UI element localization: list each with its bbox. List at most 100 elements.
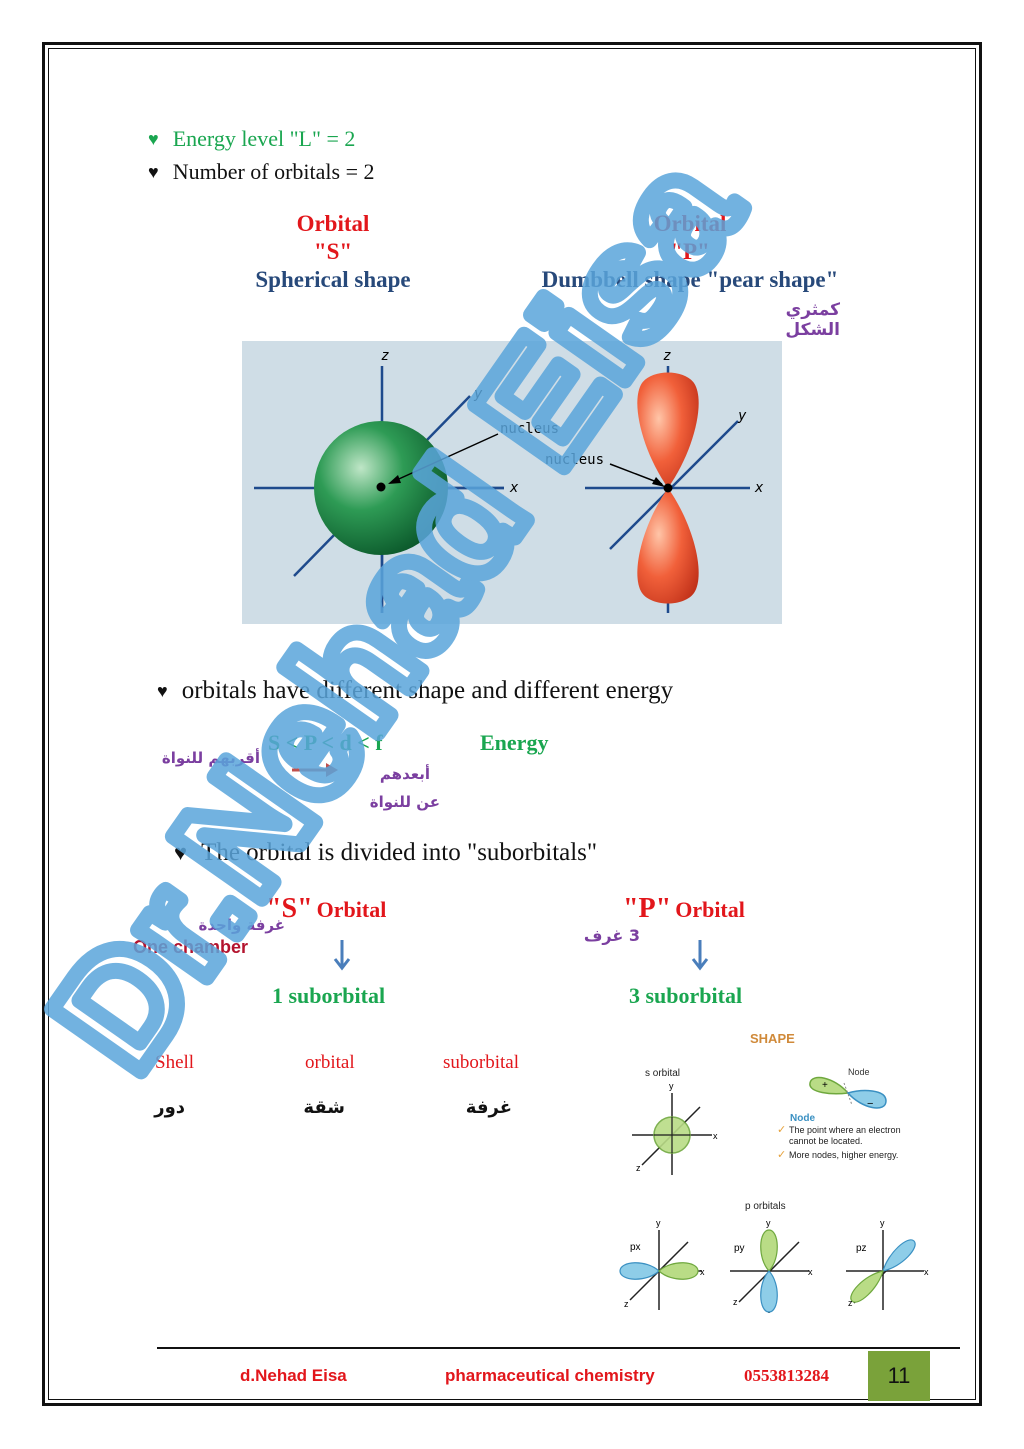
p-suborbital-count: 3 suborbital: [629, 983, 743, 1008]
s-axis-x-label: x: [509, 480, 519, 496]
node-plus-sign: +: [822, 1080, 828, 1091]
px-diagram: px y x z: [619, 1218, 705, 1310]
pz-x: x: [924, 1267, 929, 1277]
heart-icon: ♥: [174, 840, 188, 865]
energy-order: S < P < d < f: [268, 730, 383, 755]
p-axis-x-label: x: [754, 480, 764, 496]
node-minus-sign: −: [867, 1098, 873, 1110]
s-small-z: z: [636, 1163, 641, 1173]
pz-z: z: [848, 1298, 853, 1308]
s-small-x: x: [713, 1131, 718, 1141]
p-title-letter: "P": [623, 893, 672, 924]
divided-text: The orbital is divided into "suborbitals…: [201, 839, 598, 866]
s-one-chamber-ar: غرفة واحدة: [198, 916, 285, 934]
s-nucleus-dot: [376, 482, 386, 492]
p-nucleus-label: nucleus: [545, 452, 604, 468]
page-number: 11: [868, 1351, 930, 1401]
shape-panel-title: SHAPE: [750, 1031, 795, 1046]
p-nucleus-dot: [663, 483, 673, 493]
red-arrow-icon: [292, 763, 338, 777]
different-shape-text: orbitals have different shape and differ…: [181, 677, 674, 704]
p-orbital-upper-lobe: [637, 372, 699, 488]
page-border-inner: [48, 48, 976, 1400]
s-title-word: Orbital: [316, 897, 387, 922]
footer-divider: [157, 1347, 960, 1349]
farthest-ar-2: عن للنواة: [369, 793, 440, 811]
s-heading-shape: Spherical shape: [255, 267, 411, 292]
p-nucleus-arrow: [609, 463, 663, 485]
py-z: z: [733, 1297, 738, 1307]
py-diagram: py y x z: [730, 1218, 813, 1313]
s-axis-y-label: y: [473, 386, 483, 402]
check-icon: ✓: [777, 1149, 786, 1161]
footer-author: d.Nehad Eisa: [240, 1366, 347, 1385]
s-suborbital-count: 1 suborbital: [272, 983, 386, 1008]
num-orbitals-text: Number of orbitals = 2: [172, 159, 375, 184]
node-minus-lobe: [846, 1089, 887, 1109]
py-y: y: [766, 1218, 771, 1228]
py-x: x: [808, 1267, 813, 1277]
table-header-shell: Shell: [155, 1052, 195, 1073]
s-orbital-heading: Orbital "S" Spherical shape: [213, 210, 453, 294]
s-title-letter: "S": [266, 893, 313, 924]
p-three-chambers-ar: 3 غرف: [583, 926, 640, 945]
check-icon: ✓: [777, 1124, 786, 1136]
px-x: x: [700, 1267, 705, 1277]
p-heading-shape: Dumbbell shape "pear shape": [541, 267, 839, 292]
bullet-energy-level: ♥ Energy level "L" = 2: [148, 126, 355, 152]
s-axis-z-label: z: [381, 348, 389, 364]
s-nucleus-arrow: [389, 433, 499, 484]
closest-to-nucleus-ar: أقربهم للنواة: [161, 749, 260, 767]
heart-icon: ♥: [148, 128, 159, 149]
table-ar-shell: دور: [154, 1097, 185, 1118]
s-orbital-small-label: s orbital: [645, 1068, 680, 1079]
table-header-orbital: orbital: [305, 1052, 355, 1073]
node-desc-3: More nodes, higher energy.: [789, 1150, 898, 1160]
pz-label: pz: [856, 1243, 867, 1254]
pz-diagram: pz y x z: [846, 1218, 929, 1310]
bullet-num-orbitals: ♥ Number of orbitals = 2: [148, 159, 375, 185]
py-label: py: [734, 1243, 745, 1254]
s-orbital-title: "S" Orbital: [266, 893, 386, 925]
p-orbital-lower-lobe: [637, 488, 699, 604]
energy-level-text: Energy level "L" = 2: [172, 126, 356, 151]
p-title-word: Orbital: [675, 897, 745, 922]
p-orbital-heading: Orbital "P" Dumbbell shape "pear shape": [520, 210, 860, 294]
heart-icon: ♥: [148, 161, 159, 182]
s-nucleus-label: nucleus: [500, 421, 559, 437]
s-heading-line2: "S": [313, 239, 353, 264]
bullet-divided: ♥ The orbital is divided into "suborbita…: [174, 839, 597, 867]
p-heading-line2: "P": [670, 239, 710, 264]
p-axis-y-label: y: [737, 408, 747, 424]
p-orbitals-label: p orbitals: [745, 1201, 786, 1212]
p-down-arrow-icon: [691, 940, 709, 971]
p-orbital-title: "P" Orbital: [623, 893, 745, 925]
p-axis-z-label: z: [663, 348, 671, 364]
bullet-different-shape: ♥ orbitals have different shape and diff…: [157, 677, 673, 705]
node-small-label: Node: [848, 1067, 870, 1077]
footer-phone: 0553813284: [744, 1366, 829, 1385]
table-header-suborbital: suborbital: [443, 1052, 519, 1073]
p-heading-line1: Orbital: [653, 211, 727, 236]
heart-icon: ♥: [157, 680, 168, 701]
px-z: z: [624, 1299, 629, 1309]
shape-panel: SHAPE s orbital y x z + − Node Node ✓ Th…: [619, 1031, 929, 1313]
page-border-outer: [42, 42, 982, 1406]
px-y: y: [656, 1218, 661, 1228]
node-plus-lobe: [809, 1076, 850, 1095]
node-desc-1: The point where an electron: [789, 1125, 901, 1135]
p-arabic-pear: كمثري الشكل: [785, 300, 840, 340]
node-title: Node: [790, 1113, 815, 1124]
s-down-arrow-icon: [333, 940, 351, 971]
node-desc-2: cannot be located.: [789, 1136, 863, 1146]
orbital-figure: z y x nucleus z y x nucleus: [242, 341, 782, 624]
pz-y: y: [880, 1218, 885, 1228]
table-ar-orbital: شقة: [303, 1097, 345, 1118]
s-heading-line1: Orbital: [296, 211, 370, 236]
s-one-chamber-en: One chamber: [133, 937, 249, 957]
s-small-y: y: [669, 1081, 674, 1091]
farthest-ar-1: أبعدهم: [379, 765, 430, 783]
px-label: px: [630, 1242, 641, 1253]
footer-subject: pharmaceutical chemistry: [445, 1366, 655, 1385]
energy-label: Energy: [480, 730, 549, 755]
